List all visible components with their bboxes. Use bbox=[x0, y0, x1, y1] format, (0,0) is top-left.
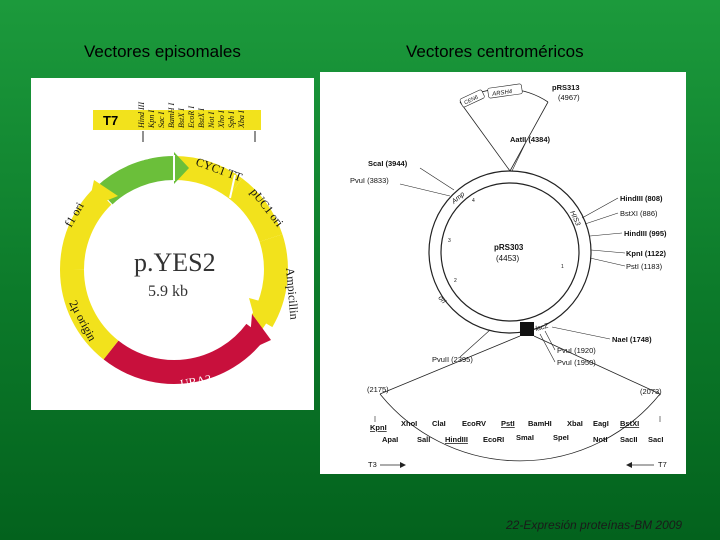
amp-arrowhead bbox=[249, 298, 278, 334]
ura3-arrowhead bbox=[249, 314, 271, 350]
heading-centromeric: Vectores centroméricos bbox=[406, 42, 584, 61]
site-naei: NaeI (1748) bbox=[612, 335, 652, 344]
tick-label: 3 bbox=[448, 238, 451, 244]
mcs-site: BstX I bbox=[197, 108, 206, 128]
mcs-site: HindIII bbox=[445, 435, 468, 444]
mcs-site: PstI bbox=[501, 419, 515, 428]
mcs-site: Hind III bbox=[137, 102, 146, 129]
mcs-site: BamHI bbox=[528, 419, 552, 428]
plasmid-size: 5.9 kb bbox=[148, 283, 188, 300]
site-pvui-1950: PvuI (1950) bbox=[557, 358, 596, 367]
tick-label: 2 bbox=[454, 278, 457, 284]
site-kpni: KpnI (1122) bbox=[626, 249, 667, 258]
plasmid-name: pRS303 bbox=[494, 243, 524, 252]
prs303-map-panel: ARSH4 CEN6 pRS313 (4967) Amp HIS3 ori la… bbox=[320, 72, 686, 474]
site-pvuii: PvuII (2395) bbox=[432, 355, 473, 364]
t7-label: T7 bbox=[658, 460, 667, 469]
slide-footer: 22-Expresión proteínas-BM 2009 bbox=[506, 518, 683, 532]
pyes2-map: T7 Hind III Kpn I Sac I BamH I BstX I Ec… bbox=[59, 102, 301, 391]
site-scai: ScaI (3944) bbox=[368, 159, 408, 168]
prs303-map: ARSH4 CEN6 pRS313 (4967) Amp HIS3 ori la… bbox=[350, 83, 667, 469]
segment-pgal1 bbox=[96, 156, 175, 205]
site-aatii: AatII (4384) bbox=[510, 135, 551, 144]
mcs-site-list: Hind III Kpn I Sac I BamH I BstX I EcoR … bbox=[137, 102, 246, 129]
mcs-left-pos: (2175) bbox=[367, 385, 389, 394]
site-pvui-left: PvuI (3833) bbox=[350, 176, 389, 185]
site-bstxi: BstXI (886) bbox=[620, 209, 658, 218]
marker-arsh4: ARSH4 bbox=[491, 89, 513, 98]
t7-label: T7 bbox=[103, 113, 118, 128]
mcs-site: BstX I bbox=[177, 108, 186, 128]
segment-2mu bbox=[60, 269, 119, 360]
mcs-site: NotI bbox=[593, 435, 608, 444]
mcs-site: SacII bbox=[620, 435, 638, 444]
site-hindiii-995: HindIII (995) bbox=[624, 229, 667, 238]
tick-label: 1 bbox=[561, 264, 564, 270]
plasmid-length: (4453) bbox=[496, 254, 519, 263]
mcs-site: XbaI bbox=[567, 419, 583, 428]
mcs-site: Sph I bbox=[227, 111, 236, 128]
lacz-block bbox=[520, 322, 534, 336]
gene-ori: ori bbox=[436, 295, 447, 306]
insert-name: pRS313 bbox=[552, 83, 580, 92]
mcs-site: Xba I bbox=[237, 110, 246, 129]
mcs-bar bbox=[93, 110, 261, 130]
mcs-site: SpeI bbox=[553, 433, 569, 442]
t3-label: T3 bbox=[368, 460, 377, 469]
heading-episomal: Vectores episomales bbox=[84, 42, 241, 61]
mcs-site: SalI bbox=[417, 435, 430, 444]
mcs-site: KpnI bbox=[370, 423, 387, 432]
mcs-site: EcoR I bbox=[187, 106, 196, 129]
plasmid-name: p.YES2 bbox=[134, 248, 216, 277]
mcs-site: BstXI bbox=[620, 419, 639, 428]
gene-amp: Amp bbox=[450, 191, 466, 206]
mcs-right-pos: (2073) bbox=[640, 387, 662, 396]
segment-puc bbox=[227, 178, 283, 243]
tick-label: 4 bbox=[472, 198, 475, 204]
mcs-site: Kpn I bbox=[147, 110, 156, 129]
pgal1-arrowhead bbox=[174, 152, 189, 184]
mcs-site: EcoRV bbox=[462, 419, 486, 428]
mcs-site: XhoI bbox=[401, 419, 417, 428]
mcs-site: Sac I bbox=[157, 111, 166, 128]
mcs-site: ApaI bbox=[382, 435, 398, 444]
site-pvui-1920: PvuI (1920) bbox=[557, 346, 596, 355]
label-ampicillin: Ampicillin bbox=[283, 267, 301, 320]
mcs-site: EagI bbox=[593, 419, 609, 428]
site-psti: PstI (1183) bbox=[626, 262, 663, 271]
gene-lacz: lacZ bbox=[535, 323, 550, 333]
label-ura3: URA3 bbox=[179, 372, 212, 391]
mcs-site: SmaI bbox=[516, 433, 534, 442]
site-hindiii-808: HindIII (808) bbox=[620, 194, 663, 203]
pyes2-map-panel: T7 Hind III Kpn I Sac I BamH I BstX I Ec… bbox=[31, 78, 314, 410]
f1-arrowhead bbox=[88, 180, 118, 208]
mcs-site: BamH I bbox=[167, 103, 176, 128]
mcs-site: Not I bbox=[207, 111, 216, 129]
mcs-site: Xho I bbox=[217, 110, 226, 129]
insert-length: (4967) bbox=[558, 93, 580, 102]
mcs-site: SacI bbox=[648, 435, 663, 444]
segment-ura3 bbox=[103, 323, 266, 384]
mcs-site: ClaI bbox=[432, 419, 446, 428]
mcs-site: EcoRI bbox=[483, 435, 504, 444]
